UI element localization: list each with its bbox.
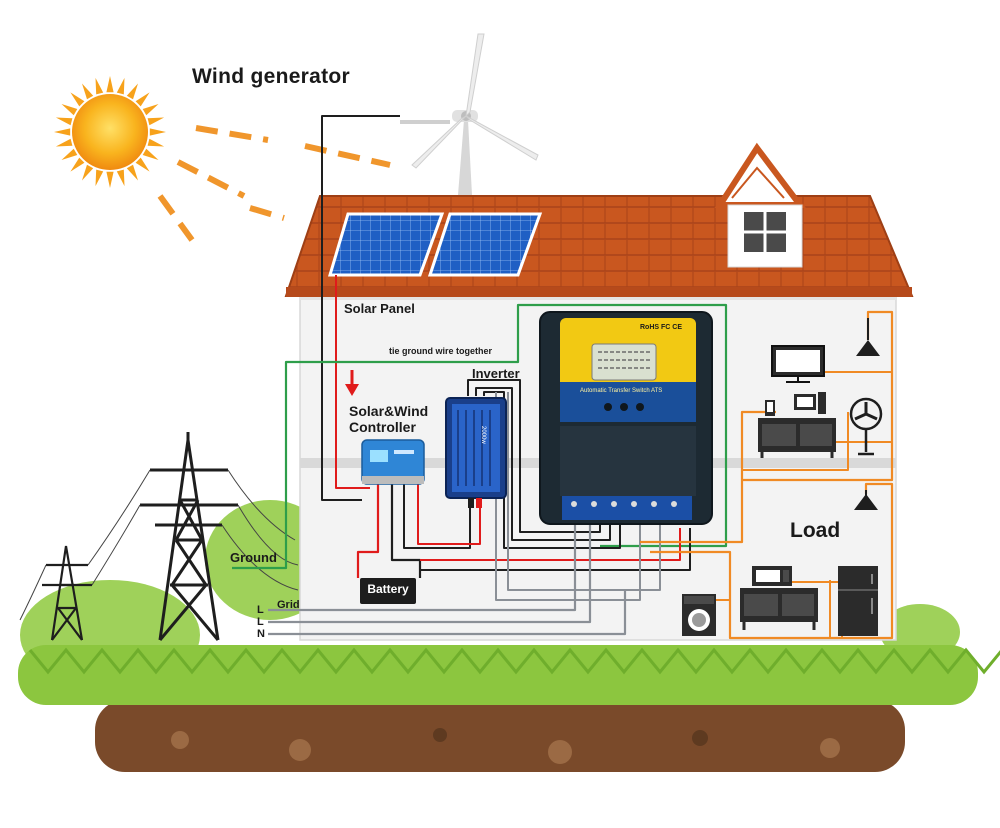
sun-ray [142, 104, 159, 116]
load-wire [640, 410, 776, 544]
lamp-icon-lower [854, 490, 878, 510]
sun-ray [95, 77, 104, 95]
ats-device [539, 311, 713, 525]
tie-ground-label: tie ground wire together [389, 346, 493, 356]
sun-ray [55, 138, 73, 147]
sun-ray [55, 117, 73, 126]
microwave-icon [752, 566, 792, 586]
grid-label: Grid [277, 599, 300, 611]
sun-ray [116, 77, 125, 95]
sun-ray [70, 92, 85, 107]
grid-l2-wire [268, 506, 592, 624]
sun-ray [95, 169, 104, 187]
wind-wire [321, 115, 400, 501]
fridge-icon [838, 566, 878, 636]
sun-ray [126, 83, 138, 100]
sun-ray [82, 164, 94, 181]
grid-l1-wire [268, 506, 577, 612]
sun-ray [147, 138, 165, 147]
sun-ray [142, 148, 159, 160]
sun-icon [54, 76, 391, 242]
inverter-label: Inverter [472, 366, 520, 381]
sun-ray [61, 148, 78, 160]
solar-panel-label: Solar Panel [344, 301, 415, 316]
grid-line-n-label: N [257, 628, 265, 640]
controller-label-line1: Solar&Wind [349, 403, 429, 419]
battery-device [360, 578, 416, 604]
fan-icon [849, 397, 883, 456]
sun-ray [106, 76, 114, 93]
sun-ray [126, 164, 138, 181]
inverter-device [445, 397, 507, 508]
tv-icon [771, 345, 825, 383]
solar-wire [335, 275, 370, 489]
soil [95, 700, 905, 772]
battery-label: Battery [367, 582, 409, 596]
sun-ray [135, 92, 150, 107]
sun-rays-dashed [157, 125, 391, 242]
lamp-icon [856, 318, 880, 356]
grid-line-l2-label: L [257, 616, 264, 628]
load-label: Load [790, 519, 841, 542]
arrow-down-icon [345, 370, 359, 396]
sun-ray [147, 117, 165, 126]
appliances [682, 318, 883, 636]
inverter-rating-label: 2000w [480, 426, 486, 444]
ground-scene [18, 500, 1000, 772]
cabinet-icon-lower [740, 588, 818, 630]
washing-machine-icon [682, 594, 716, 636]
ats-caption-label: Automatic Transfer Switch ATS [580, 388, 663, 394]
wind-generator-label: Wind generator [192, 65, 351, 88]
controller-device [361, 439, 425, 485]
computer-icon [765, 392, 826, 416]
ground-label: Ground [230, 550, 277, 565]
sun-ray [149, 128, 166, 136]
controller-label-line2: Controller [349, 419, 416, 435]
sun-ray [54, 128, 71, 136]
sun-ray [135, 157, 150, 172]
ground-wire [232, 303, 728, 570]
wind-turbine-icon [400, 33, 539, 195]
sun-ray [61, 104, 78, 116]
sun-ray [116, 169, 125, 187]
solar-panel-icon [327, 212, 543, 277]
sun-ray [70, 157, 85, 172]
grass [18, 645, 978, 705]
grid-n-wire [268, 590, 627, 636]
battery-pos-wire [356, 484, 380, 578]
ats-display [591, 343, 657, 381]
sun-ray [82, 83, 94, 100]
sun-ray [106, 171, 114, 188]
grid-line-l1-label: L [257, 604, 264, 616]
ats-brand-label: RoHS FC CE [640, 324, 682, 331]
cabinet-icon [758, 418, 836, 458]
